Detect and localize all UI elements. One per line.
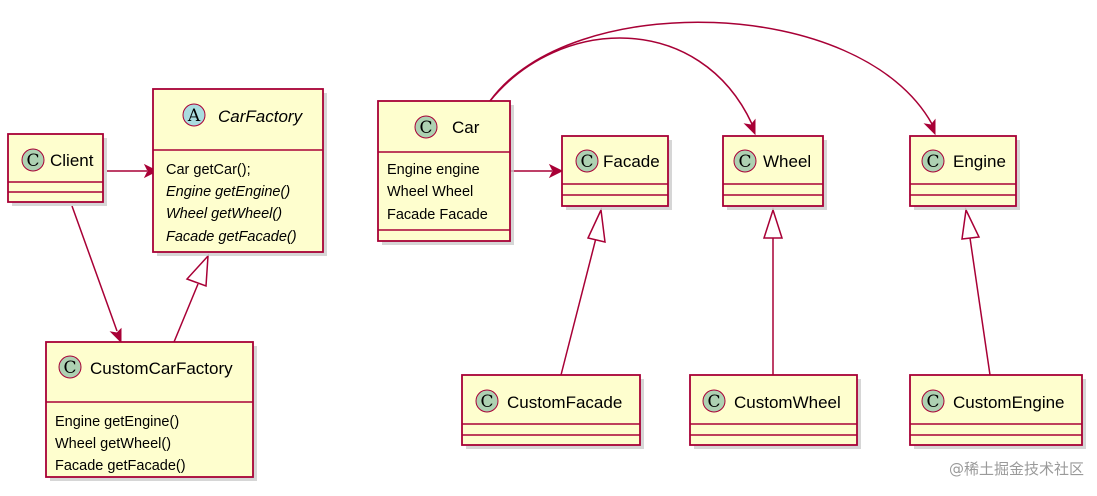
- class-badge-letter: C: [738, 152, 751, 172]
- class-badge-letter: C: [926, 152, 939, 172]
- class-badge-icon: [921, 149, 945, 173]
- class-name: Facade: [603, 152, 660, 171]
- class-badge-letter: C: [63, 358, 76, 378]
- abstract-badge-icon: [182, 103, 206, 127]
- class-member: Facade Facade: [387, 207, 488, 223]
- class-member: Facade getFacade(): [55, 458, 186, 474]
- relations: [71, 21, 991, 376]
- class-badge-icon: [21, 148, 45, 172]
- class-name: CustomCarFactory: [90, 359, 233, 378]
- class-wheel: C Wheel: [722, 135, 827, 210]
- class-badge-letter: A: [187, 106, 201, 126]
- class-badge-letter: C: [480, 392, 493, 412]
- relation-client-to-carfactory: [107, 163, 159, 179]
- class-carfactory: A CarFactory Car getCar(); Engine getEng…: [152, 88, 327, 256]
- relation-customfacade-extends-facade: [560, 207, 606, 376]
- relation-car-to-engine: [489, 21, 936, 136]
- class-badge-letter: C: [926, 392, 939, 412]
- class-member: Engine getEngine(): [166, 184, 290, 200]
- class-badge-icon: [475, 389, 499, 413]
- relation-customwheel-extends-wheel: [762, 207, 784, 375]
- class-badge-icon: [575, 149, 599, 173]
- class-member: Wheel Wheel: [387, 184, 473, 200]
- class-member: Car getCar();: [166, 162, 251, 178]
- class-name: Car: [452, 118, 480, 137]
- class-name: CustomWheel: [734, 393, 841, 412]
- class-badge-icon: [414, 115, 438, 139]
- relation-customcarfactory-extends-carfactory: [173, 253, 209, 343]
- class-name: Wheel: [763, 152, 811, 171]
- class-badge-icon: [921, 389, 945, 413]
- class-customfacade: C CustomFacade: [461, 374, 644, 449]
- class-name: Engine: [953, 152, 1006, 171]
- class-customwheel: C CustomWheel: [689, 374, 861, 449]
- class-member: Facade getFacade(): [166, 229, 297, 245]
- relation-car-to-wheel: [489, 37, 756, 136]
- class-badge-icon: [58, 355, 82, 379]
- class-customcarfactory: C CustomCarFactory Engine getEngine() Wh…: [45, 341, 257, 481]
- class-badge-icon: [733, 149, 757, 173]
- class-member: Engine getEngine(): [55, 414, 179, 430]
- class-member: Wheel getWheel(): [166, 206, 282, 222]
- class-badge-letter: C: [707, 392, 720, 412]
- class-badge-letter: C: [419, 118, 432, 138]
- relation-car-to-facade: [510, 163, 564, 179]
- class-member: Wheel getWheel(): [55, 436, 171, 452]
- class-facade: C Facade: [561, 135, 672, 210]
- class-badge-icon: [702, 389, 726, 413]
- class-name: CustomEngine: [953, 393, 1065, 412]
- class-name: CarFactory: [218, 107, 304, 126]
- class-car: C Car Engine engine Wheel Wheel Facade F…: [377, 100, 514, 245]
- class-engine: C Engine: [909, 135, 1020, 210]
- class-badge-letter: C: [26, 151, 39, 171]
- relation-customengine-extends-engine: [961, 207, 991, 376]
- relation-client-to-customcarfactory: [71, 205, 122, 344]
- class-client: C Client: [7, 133, 107, 206]
- class-customengine: C CustomEngine: [909, 374, 1086, 449]
- class-name: CustomFacade: [507, 393, 622, 412]
- class-badge-letter: C: [580, 152, 593, 172]
- watermark-text: @稀土掘金技术社区: [949, 460, 1084, 478]
- class-name: Client: [50, 151, 94, 170]
- class-member: Engine engine: [387, 162, 480, 178]
